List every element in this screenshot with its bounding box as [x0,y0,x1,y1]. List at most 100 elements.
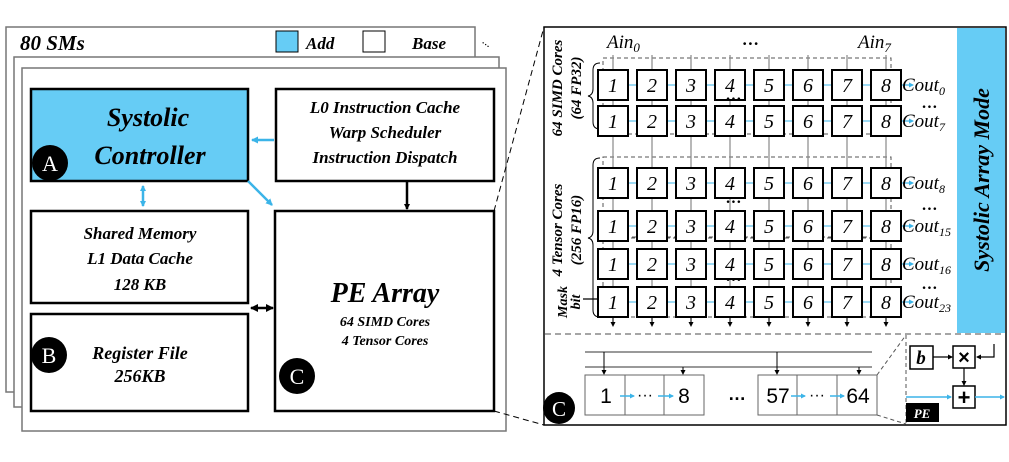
pe-array-title: PE Array [330,278,440,309]
pe-input-arrow [976,344,995,360]
cout-label: Cout16 [902,254,951,277]
shared-memory-line3: 128 KB [114,275,166,294]
pe-cell-number: 6 [803,173,813,195]
pe-cell-number: 1 [608,173,618,195]
badge-c [279,358,315,394]
pe-cell[interactable] [870,105,902,137]
pe-cell[interactable] [753,105,785,137]
badge-c-chain [543,392,575,424]
pe-cell-number: 6 [803,75,813,97]
badge-c-letter: C [290,364,305,389]
sm-count-title: 80 SMs [20,31,85,55]
pe-cell[interactable] [675,167,707,199]
pe-cell[interactable] [753,210,785,242]
pe-zoom-line-bottom [876,414,907,425]
pe-cell[interactable] [753,248,785,280]
pe-cell-number: 3 [685,216,696,238]
pe-cell[interactable] [831,167,863,199]
pe-cell[interactable] [714,105,746,137]
pe-cell[interactable] [831,248,863,280]
pe-cell[interactable] [792,105,824,137]
pe-cell[interactable] [597,167,629,199]
badge-c-chain-letter: C [552,397,566,421]
pe-cell-number: 3 [685,254,696,276]
diagonal-ellipsis: ... [480,33,495,50]
pe-cell-number: 2 [647,254,657,276]
pe-cell-number: 4 [725,173,735,195]
pe-cell[interactable] [870,167,902,199]
pe-cell[interactable] [597,210,629,242]
pe-cell[interactable] [714,210,746,242]
pe-cell[interactable] [714,286,746,318]
pe-cell[interactable] [870,210,902,242]
pe-cell[interactable] [675,248,707,280]
pe-cell-number: 7 [842,75,853,97]
pe-zoom-line-top [876,334,907,376]
cout-sub: 16 [939,263,951,277]
pe-tag-bg [906,403,939,422]
pe-cell[interactable] [675,105,707,137]
pe-cell[interactable] [870,69,902,101]
pe-cell-number: 5 [764,75,774,97]
pe-cell-number: 7 [842,292,853,314]
pe-b-label: b [916,348,926,369]
pe-cell[interactable] [597,69,629,101]
pe-cell[interactable] [636,105,668,137]
pe-cell[interactable] [597,286,629,318]
pe-cell[interactable] [831,69,863,101]
ain-last-label: Ain7 [856,32,891,55]
pe-cell-number: 5 [764,254,774,276]
pe-cell-number: 7 [842,173,853,195]
pe-cell[interactable] [636,286,668,318]
ain-first-base: Ain [605,32,633,53]
chain-group-ellipsis: … [728,384,746,404]
badge-b-letter: B [42,343,57,368]
register-file-line2: 256KB [113,366,165,386]
pe-cell[interactable] [792,69,824,101]
pe-cell[interactable] [831,105,863,137]
pe-cell[interactable] [675,69,707,101]
pe-cell[interactable] [753,286,785,318]
pe-cell[interactable] [636,248,668,280]
pe-cell-number: 1 [608,75,618,97]
pe-cell-number: 8 [881,173,891,195]
pe-cell[interactable] [792,248,824,280]
register-file-block[interactable] [29,312,250,413]
pe-cell[interactable] [870,248,902,280]
systolic-controller-line2: Controller [94,141,206,170]
pe-cell[interactable] [675,210,707,242]
cout-label: Cout15 [902,216,951,239]
cout-sub: 23 [939,301,951,315]
pe-cell[interactable] [831,210,863,242]
pe-cell[interactable] [714,167,746,199]
pe-cell[interactable] [636,210,668,242]
pe-cell[interactable] [597,105,629,137]
pe-cell[interactable] [753,167,785,199]
pe-cell[interactable] [636,167,668,199]
register-file-line1: Register File [91,343,188,363]
pe-cell-number: 6 [803,254,813,276]
pe-cell[interactable] [792,286,824,318]
pe-cell[interactable] [792,167,824,199]
pe-cell[interactable] [714,248,746,280]
pe-cell[interactable] [870,286,902,318]
zoom-line-bottom [493,410,545,426]
pe-cell[interactable] [753,69,785,101]
pe-tag-label: PE [914,406,931,421]
pe-cell[interactable] [636,69,668,101]
pe-cell-number: 1 [608,292,618,314]
pe-cell[interactable] [675,286,707,318]
shared-memory-block[interactable] [29,209,250,305]
chain-left-group [584,374,705,416]
pe-cell[interactable] [714,69,746,101]
pe-cell[interactable] [597,248,629,280]
pe-cell[interactable] [831,286,863,318]
tensor-group-label1: 4 Tensor Cores [550,183,566,277]
pe-cell-number: 6 [803,292,813,314]
ain-last-sub: 7 [884,40,891,55]
instruction-line2: Warp Scheduler [329,123,442,142]
pe-array-line1: 64 SIMD Cores [340,315,431,330]
pe-cell[interactable] [792,210,824,242]
controller-to-pe-arrow [247,180,273,206]
instruction-block[interactable] [274,87,496,183]
